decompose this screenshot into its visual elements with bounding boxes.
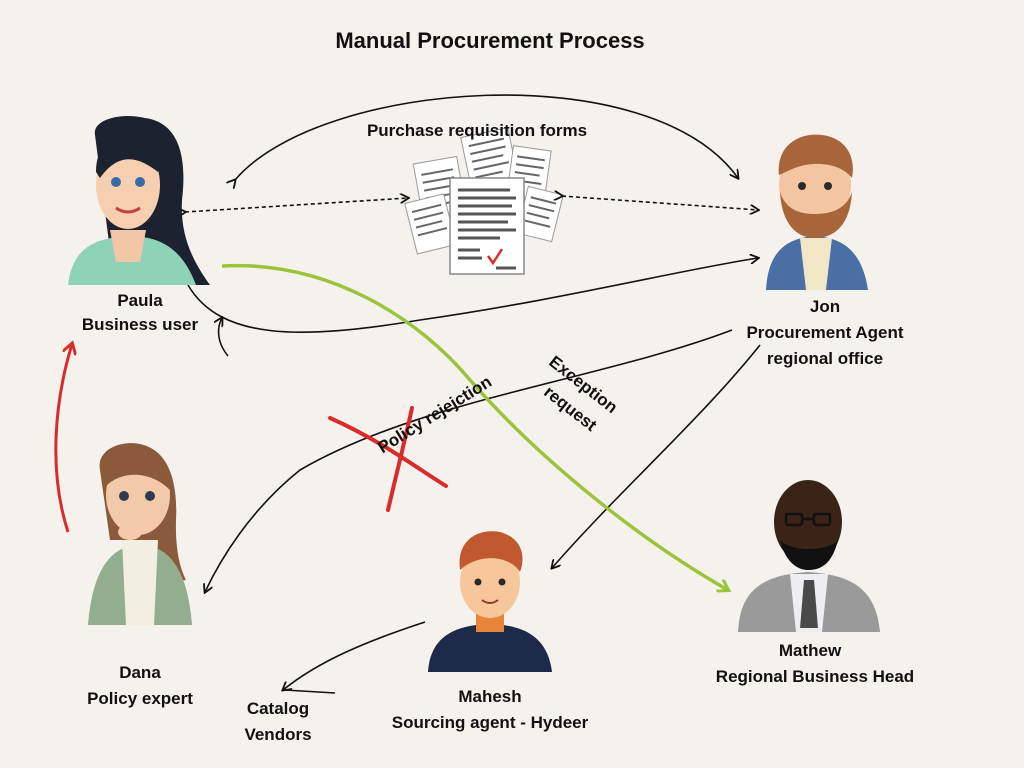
catalog-label: Catalog: [246, 699, 310, 718]
exception-request-arrow: [221, 263, 728, 590]
paula-role: Business user: [81, 315, 199, 334]
jon-name: Jon: [809, 297, 841, 316]
jon-dana-arrow: [205, 329, 733, 592]
dana-paula-red-arrow: [54, 344, 72, 533]
mahesh-name: Mahesh: [458, 687, 522, 706]
jon-forms-dashed-arrow: [562, 196, 758, 210]
return-to-paula-arrow: [219, 318, 229, 357]
paula-jon-lower-arrow: [187, 258, 758, 333]
dana-role: Policy expert: [87, 689, 193, 708]
mathew-role: Regional Business Head: [715, 667, 915, 686]
rejection-cross-icon: [328, 406, 448, 512]
jon-avatar: [766, 134, 868, 290]
mahesh-role: Sourcing agent - Hydeer: [391, 713, 589, 732]
connector-arrows: [185, 94, 761, 694]
requisition-forms-icon: [404, 127, 564, 275]
jon-mahesh-arrow: [552, 344, 761, 568]
mathew-avatar: [738, 480, 880, 632]
jon-role: Procurement Agent: [746, 323, 904, 342]
dana-name: Dana: [119, 663, 161, 682]
forms-label: Purchase requisition forms: [366, 121, 588, 140]
dana-avatar: [88, 443, 192, 625]
paula-avatar: [68, 115, 210, 285]
jon-role-office: regional office: [766, 349, 884, 368]
paula-name: Paula: [117, 291, 163, 310]
paula-jon-top-arrow: [235, 94, 738, 180]
mathew-name: Mathew: [778, 641, 842, 660]
mahesh-catalog-arrow: [283, 621, 426, 690]
vendors-label: Vendors: [244, 725, 312, 744]
page-title: Manual Procurement Process: [335, 28, 645, 53]
paula-forms-dashed-arrow: [185, 198, 408, 212]
mahesh-avatar: [428, 531, 552, 672]
